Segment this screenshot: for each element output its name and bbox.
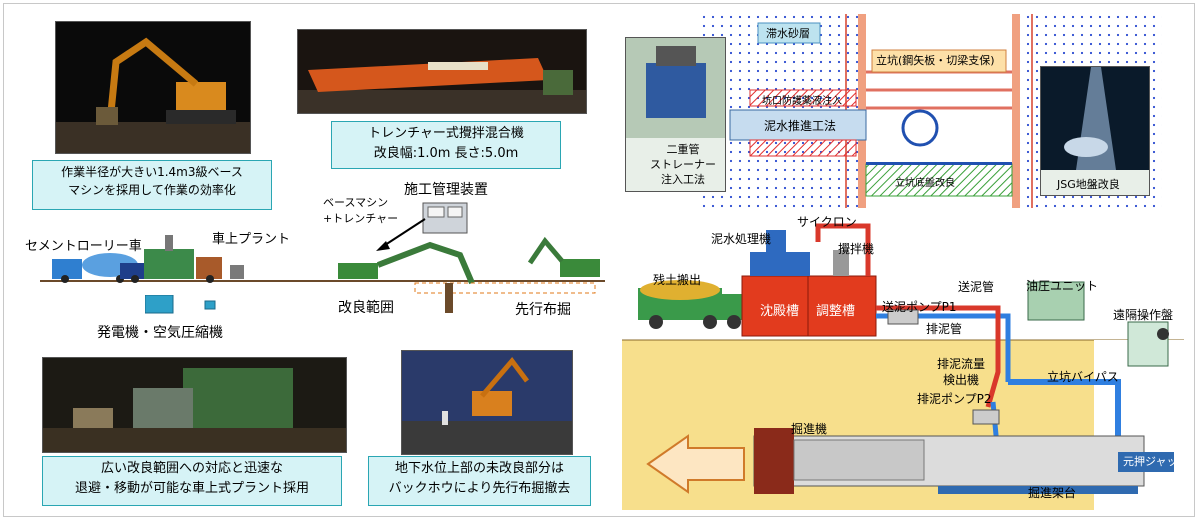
label-jsg: JSG地盤改良 xyxy=(1057,178,1120,191)
label-slurry-plant: 泥水処理機 xyxy=(711,232,772,246)
label-main-jack: 元押ジャッキ xyxy=(1123,455,1189,468)
photo-onboard-plant xyxy=(42,357,347,453)
ground-scene xyxy=(40,235,605,313)
label-double-pipe: 二重管 ストレーナー 注入工法 xyxy=(650,143,716,186)
caption-base-machine: 作業半径が大きい1.4m3級ベース マシンを採用して作業の効率化 xyxy=(32,160,272,210)
label-onboard-plant: 車上プラント xyxy=(212,232,291,247)
arrow-to-machine xyxy=(376,218,426,251)
caption-trencher: トレンチャー式攪拌混合機 改良幅:1.0m 長さ:5.0m xyxy=(331,121,561,169)
photo-trencher xyxy=(297,29,587,114)
label-slurry-method: 泥水推進工法 xyxy=(764,119,837,133)
double-pipe-photo-art xyxy=(626,38,725,138)
photo-backhoe xyxy=(401,350,573,455)
excavator-photo-art xyxy=(56,37,250,153)
label-cyclone: サイクロン xyxy=(797,215,857,229)
label-sediment-tank: 沈殿槽 xyxy=(760,304,800,319)
label-remote-panel: 遠隔操作盤 xyxy=(1113,308,1174,322)
label-sand-layer: 滞水砂層 xyxy=(766,27,810,40)
label-shaft: 立坑(鋼矢板・切梁支保) xyxy=(876,54,995,67)
label-discharge-pump: 排泥ポンプP2 xyxy=(917,392,992,406)
caption-backhoe: 地下水位上部の未改良部分は バックホウにより先行布掘撤去 xyxy=(368,456,591,506)
label-flow-detector: 排泥流量 検出機 xyxy=(937,357,986,387)
label-shaft-bottom: 立坑底盤改良 xyxy=(895,178,955,189)
label-base-machine: ベースマシン +トレンチャー xyxy=(323,196,399,225)
label-discharge-pipe: 排泥管 xyxy=(926,322,963,336)
generator-icon xyxy=(145,295,216,314)
figure-frame xyxy=(3,3,1195,517)
photo-jsg xyxy=(1040,66,1150,196)
photo-double-pipe xyxy=(625,37,726,192)
label-generator: 発電機・空気圧縮機 xyxy=(97,325,223,341)
label-control-device: 施工管理装置 xyxy=(404,182,488,198)
label-platform: 掘進架台 xyxy=(1028,486,1077,500)
trencher-photo-art xyxy=(298,58,586,113)
label-adjust-tank: 調整槽 xyxy=(816,304,856,319)
label-hydraulic-unit: 油圧ユニット xyxy=(1026,279,1099,293)
slurry-system-diagram xyxy=(622,223,1184,510)
label-improve-range: 改良範囲 xyxy=(338,300,394,316)
label-feed-pipe: 送泥管 xyxy=(958,280,995,294)
control-device-icon xyxy=(422,202,468,234)
plant-photo-art xyxy=(43,368,346,452)
backhoe-photo-art xyxy=(402,357,572,454)
label-tbm: 掘進機 xyxy=(791,422,828,436)
jsg-photo-art xyxy=(1041,67,1149,170)
caption-onboard-plant: 広い改良範囲への対応と迅速な 退避・移動が可能な車上式プラント採用 xyxy=(42,456,342,506)
label-advance-dig: 先行布掘 xyxy=(515,302,571,318)
label-grout-inject: 坑口防護薬液注入 xyxy=(762,96,842,107)
label-mixer: 攪拌機 xyxy=(838,242,875,256)
label-feed-pump: 送泥ポンプP1 xyxy=(882,300,957,314)
label-shaft-bypass: 立坑バイパス xyxy=(1047,370,1119,384)
label-soil-out: 残土搬出 xyxy=(653,273,702,287)
photo-excavator-night xyxy=(55,21,251,154)
label-cement-truck: セメントローリー車 xyxy=(25,239,142,254)
